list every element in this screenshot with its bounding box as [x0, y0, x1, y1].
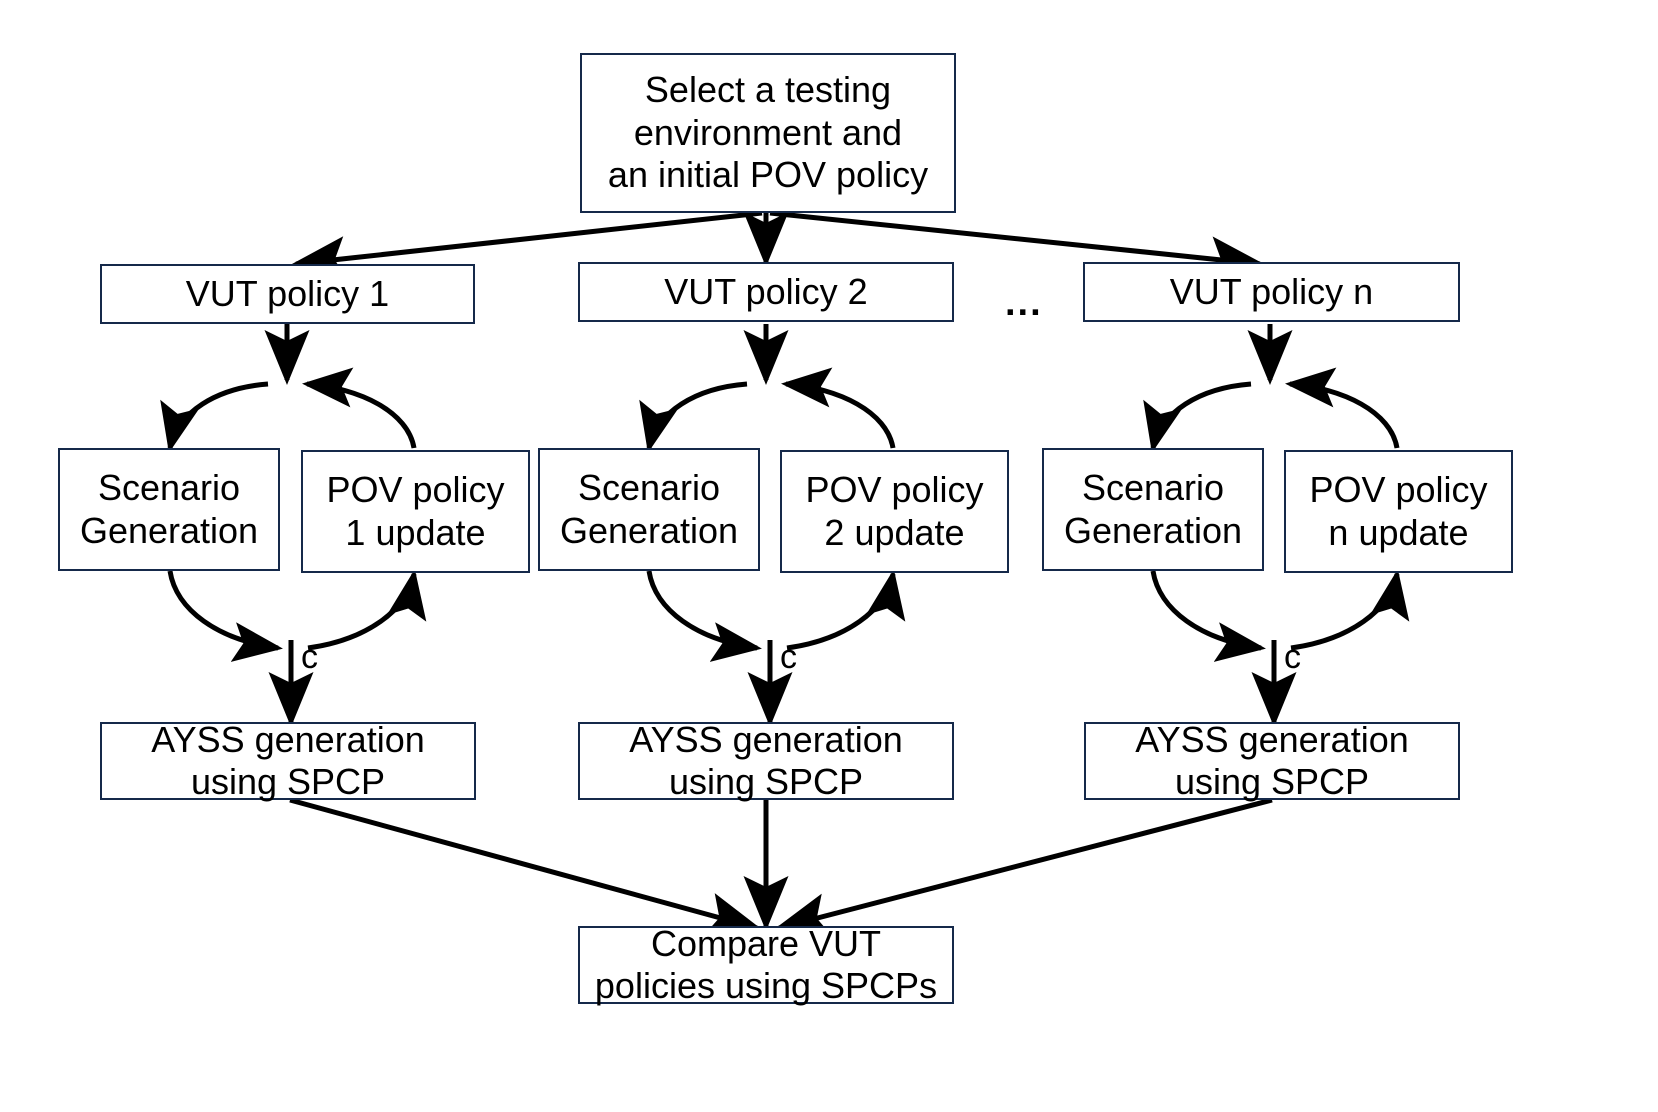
edge-label-c-2: c [780, 638, 797, 676]
node-vut-policy-n[interactable]: VUT policy n [1083, 262, 1460, 322]
edge-pov2-to-vut2 [781, 367, 896, 449]
edge-label-c-1: c [301, 638, 318, 676]
node-vut-policy-2[interactable]: VUT policy 2 [578, 262, 954, 322]
edge-junctionn-to-povn [1290, 569, 1410, 651]
node-scenario-generation-1[interactable]: Scenario Generation [58, 448, 280, 571]
edge-povn-to-vutn [1285, 367, 1400, 449]
edge-root-to-vutn [769, 210, 1265, 282]
edge-root-to-vut1 [291, 210, 763, 281]
node-scenario-generation-2[interactable]: Scenario Generation [538, 448, 760, 571]
edge-vut1-to-scenario1 [160, 381, 269, 453]
node-vut-policy-1[interactable]: VUT policy 1 [100, 264, 475, 324]
edge-pov1-to-vut1 [302, 367, 417, 449]
edge-junction1-to-pov1 [307, 569, 427, 651]
edge-vutn-to-scenarion [1143, 381, 1252, 453]
node-ayss-generation-n[interactable]: AYSS generation using SPCP [1084, 719, 1460, 802]
node-pov-policy-2-update[interactable]: POV policy 2 update [780, 450, 1009, 573]
node-pov-policy-n-update[interactable]: POV policy n update [1284, 450, 1513, 573]
edge-scenarion-to-junctionn [1150, 570, 1266, 662]
node-ayss-generation-2[interactable]: AYSS generation using SPCP [578, 719, 954, 802]
edge-scenario2-to-junction2 [646, 570, 762, 662]
ellipsis-more-policies: ... [1005, 282, 1043, 324]
edge-ayssn-to-compare [774, 797, 1273, 938]
edge-junction2-to-pov2 [786, 569, 906, 651]
node-pov-policy-1-update[interactable]: POV policy 1 update [301, 450, 530, 573]
node-select-testing-environment[interactable]: Select a testing environment and an init… [580, 53, 956, 213]
node-ayss-generation-1[interactable]: AYSS generation using SPCP [100, 719, 476, 802]
node-scenario-generation-n[interactable]: Scenario Generation [1042, 448, 1264, 571]
edge-label-c-n: c [1284, 638, 1301, 676]
edge-scenario1-to-junction1 [167, 570, 283, 662]
edge-ayss1-to-compare [289, 797, 762, 937]
edge-vut2-to-scenario2 [639, 381, 748, 453]
node-compare-vut-policies[interactable]: Compare VUT policies using SPCPs [578, 923, 954, 1006]
